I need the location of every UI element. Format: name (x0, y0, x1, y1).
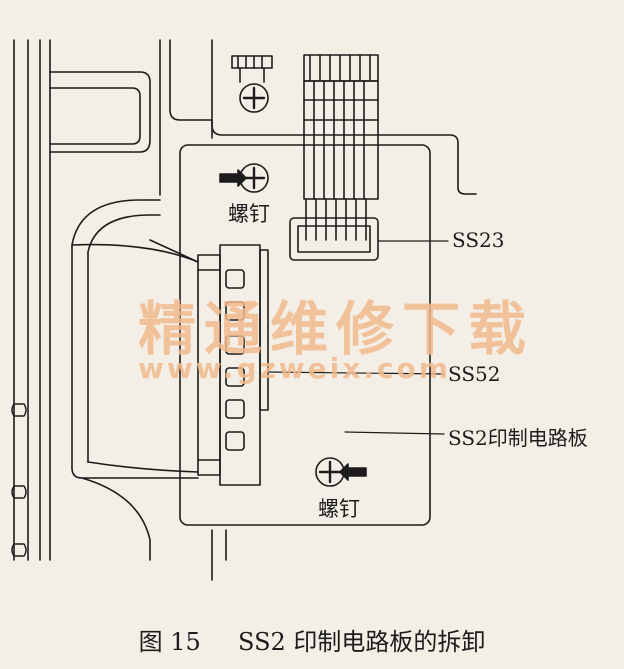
chassis-rails (13, 39, 51, 561)
callout-ss52: SS52 (448, 362, 501, 386)
watermark-text-cn: 精通维修下载 (138, 295, 535, 363)
screw-bottom-arrow (315, 457, 367, 487)
chassis-frame (211, 39, 477, 581)
screw-top-arrow (219, 163, 269, 193)
ss52-connector (197, 244, 269, 486)
caption-number: 图 15 (138, 628, 201, 656)
figure-caption: 图 15 SS2 印制电路板的拆卸 (0, 622, 624, 657)
chassis-clips (11, 403, 27, 557)
screw-label-bottom: 螺钉 (318, 497, 360, 521)
callout-ss23: SS23 (452, 228, 505, 252)
callout-board: SS2印制电路板 (448, 426, 588, 450)
ribbon-cable-left (71, 199, 199, 561)
watermark-url: www.gzweix.com (138, 352, 451, 385)
ss23-connector (289, 217, 379, 261)
screw-top-bare (239, 83, 269, 113)
top-small-connector (231, 55, 273, 83)
pcb-board-outline (179, 144, 431, 526)
caption-title: SS2 印制电路板的拆卸 (238, 628, 486, 656)
screw-label-top: 螺钉 (228, 202, 270, 226)
ss23-ribbon (303, 54, 379, 241)
upper-bracket (49, 39, 213, 196)
leader-lines (267, 240, 449, 435)
